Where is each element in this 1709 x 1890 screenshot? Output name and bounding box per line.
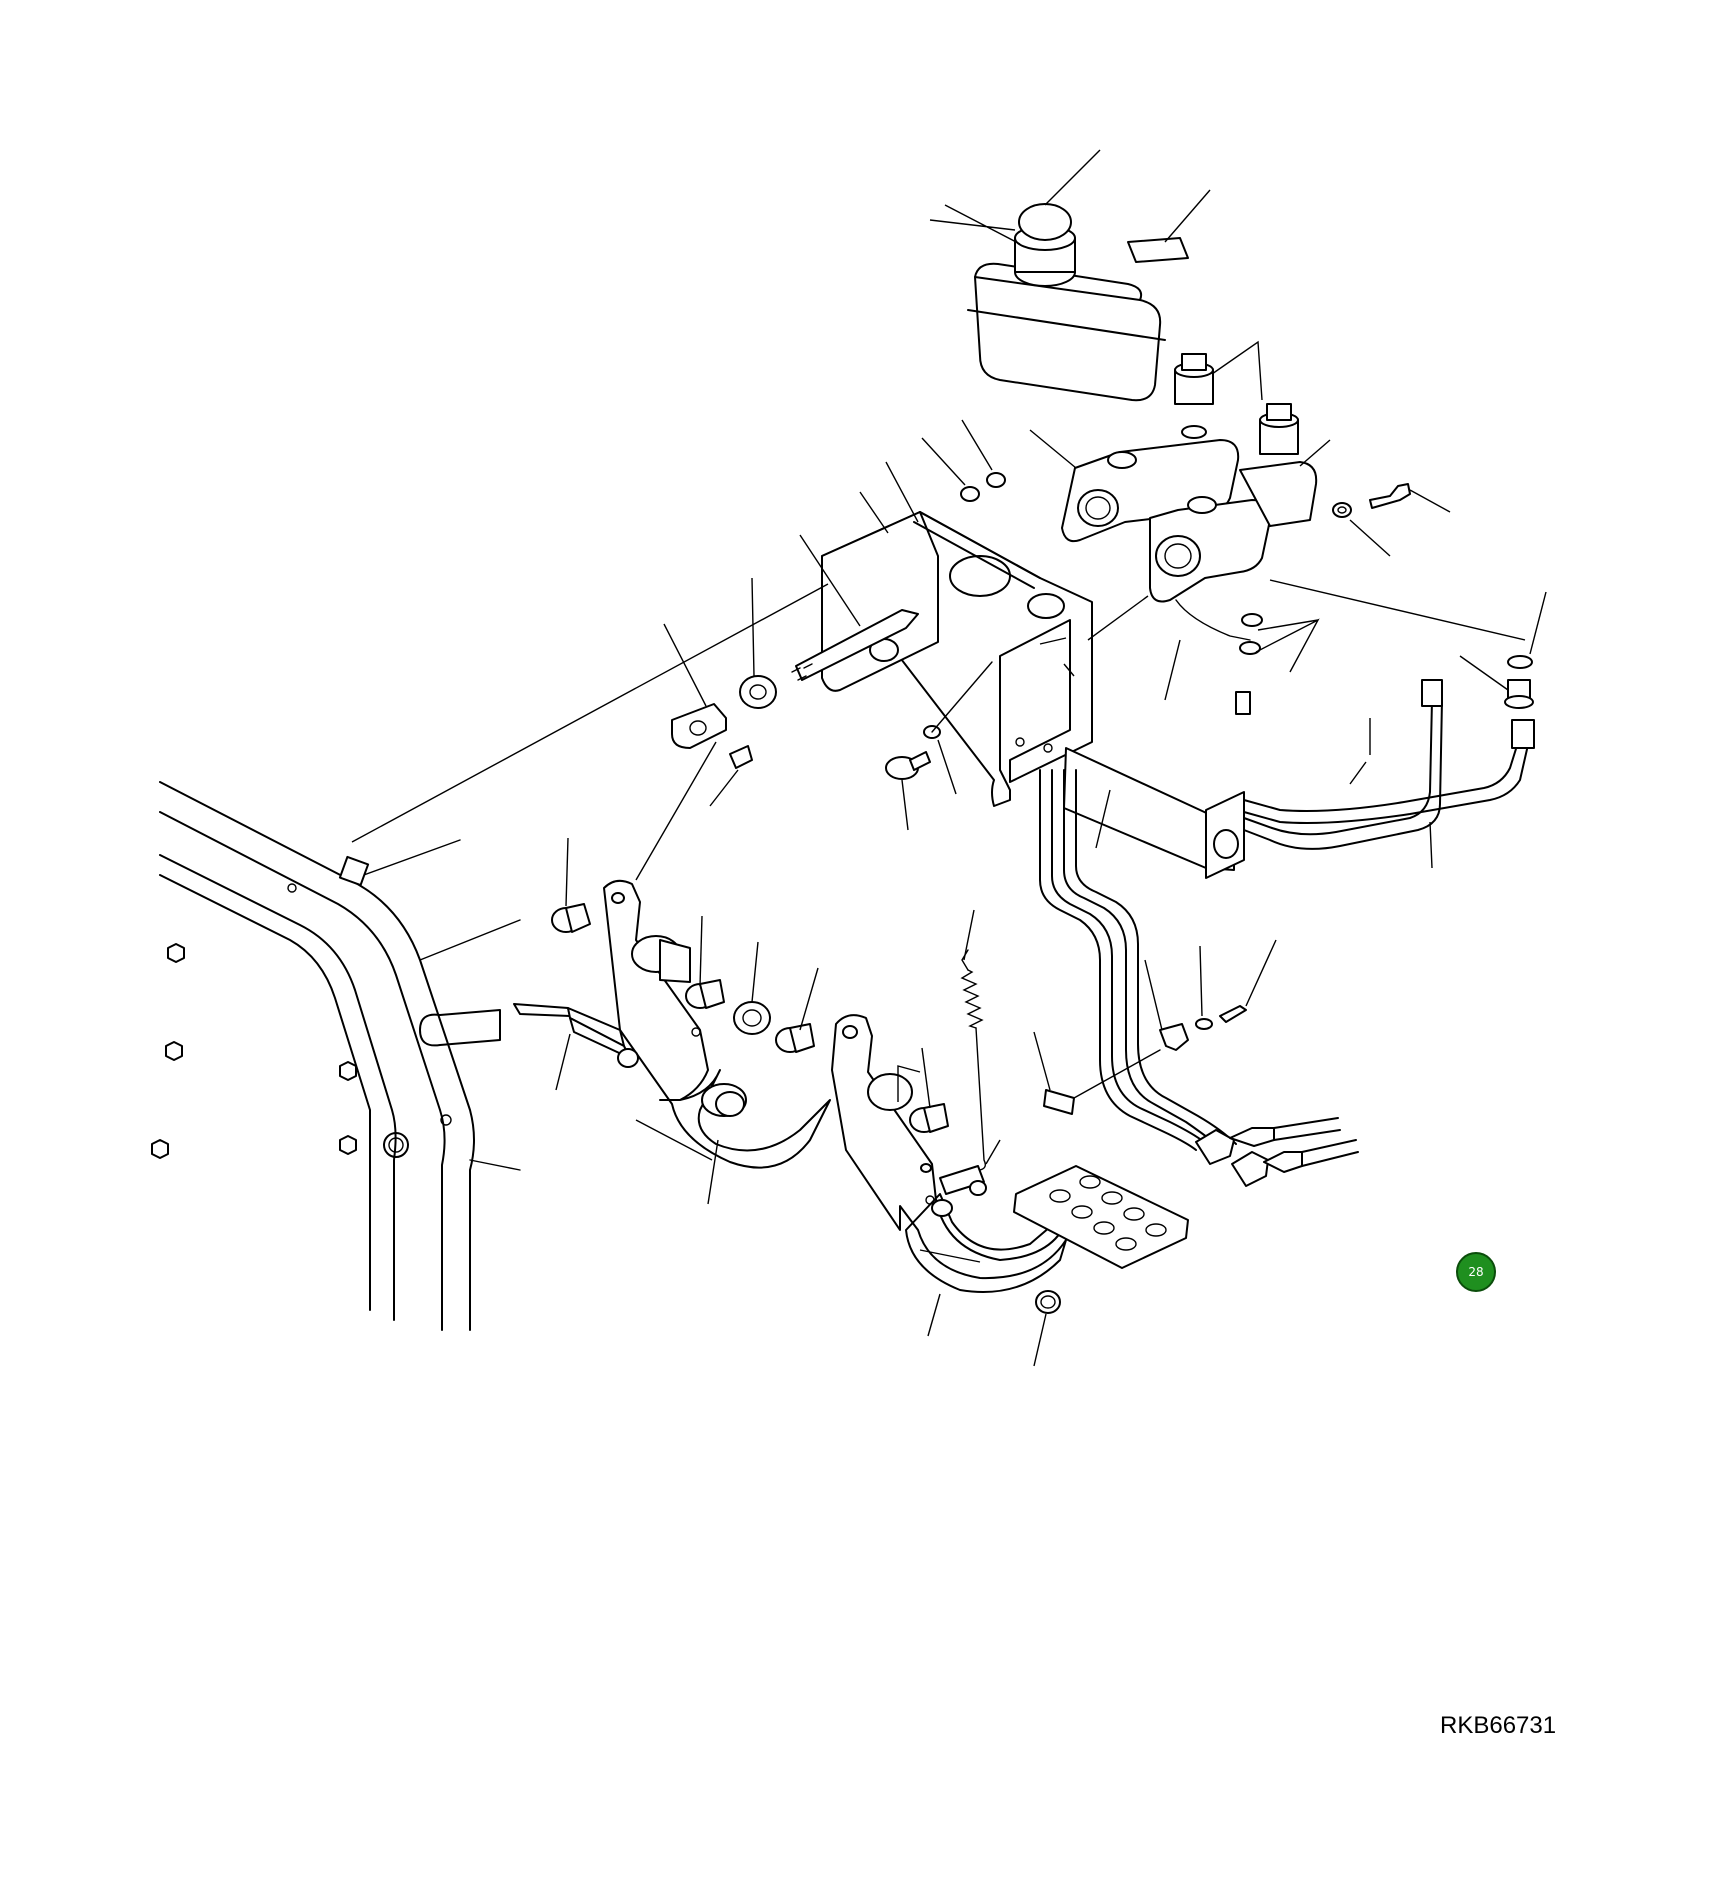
brake-pipes xyxy=(1040,680,1534,1154)
washers-and-bolts xyxy=(922,420,1450,714)
pedal-bushes xyxy=(552,838,948,1132)
reference-badge[interactable]: 28 xyxy=(1456,1252,1496,1292)
clevis-assembly xyxy=(636,578,776,880)
pedal-bracket xyxy=(822,462,1092,806)
pressure-switches xyxy=(1175,342,1298,454)
brake-hoses xyxy=(1196,1118,1358,1186)
union-fittings xyxy=(1460,592,1546,708)
adjuster-bolt xyxy=(886,662,992,830)
brake-fluid-reservoir xyxy=(930,150,1165,400)
warning-label xyxy=(1128,190,1210,262)
cross-tube xyxy=(1064,748,1244,878)
return-spring xyxy=(962,910,1000,1170)
pedal-pin xyxy=(921,1164,986,1195)
brake-pedal xyxy=(832,1015,1070,1336)
pedal-pad xyxy=(1014,1166,1188,1268)
pipe-clips xyxy=(1034,940,1276,1114)
leader-line xyxy=(352,584,828,842)
pivot-shaft xyxy=(514,1004,638,1090)
circlip xyxy=(1034,1291,1060,1366)
master-cylinders xyxy=(1030,426,1330,602)
cab-frame xyxy=(152,782,520,1330)
push-rod xyxy=(792,535,918,680)
cab-bolt-heads xyxy=(152,944,356,1158)
leader-line xyxy=(1270,580,1525,640)
leader-line xyxy=(1088,596,1148,640)
drawing-number: RKB66731 xyxy=(1440,1712,1557,1739)
